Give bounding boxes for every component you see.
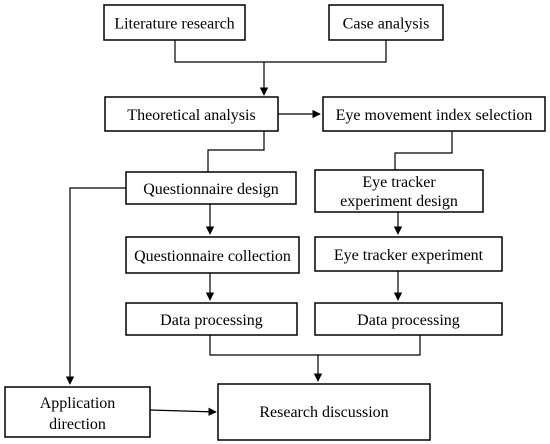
node-label: Eye tracker experiment xyxy=(334,247,484,264)
node-eye-tracker-experiment: Eye tracker experiment xyxy=(314,236,503,272)
edge-questionnaire-design-to-application xyxy=(65,187,126,385)
node-questionnaire-collection: Questionnaire collection xyxy=(125,236,300,274)
connectors xyxy=(65,40,453,416)
edge-data-processing-right-to-merge xyxy=(318,335,421,356)
edge-theoretical-to-questionnaire-design xyxy=(207,131,265,172)
node-questionnaire-design: Questionnaire design xyxy=(125,171,297,205)
node-data-processing-left: Data processing xyxy=(125,302,298,336)
node-label: Theoretical analysis xyxy=(127,107,255,124)
node-label: Data processing xyxy=(357,312,460,329)
node-label-line1: Application xyxy=(40,395,116,412)
edge-application-to-research-discussion xyxy=(149,407,217,416)
node-eye-movement-index-selection: Eye movement index selection xyxy=(322,96,546,132)
node-research-discussion: Research discussion xyxy=(217,383,431,441)
node-literature-research: Literature research xyxy=(103,4,246,41)
node-label: Questionnaire design xyxy=(143,181,279,198)
node-label: Eye movement index selection xyxy=(336,107,533,124)
node-label-line2: experiment design xyxy=(340,193,458,210)
edge-index-to-eye-tracker-design xyxy=(394,131,453,170)
node-label: Literature research xyxy=(114,16,234,33)
node-application-direction: Application direction xyxy=(4,386,151,438)
node-theoretical-analysis: Theoretical analysis xyxy=(104,96,279,132)
node-label: Data processing xyxy=(160,312,263,329)
node-label-line1: Eye tracker xyxy=(362,174,436,191)
node-label: Research discussion xyxy=(259,404,388,421)
node-eye-tracker-experiment-design: Eye tracker experiment design xyxy=(314,169,484,213)
node-label-line2: direction xyxy=(49,416,106,433)
node-case-analysis: Case analysis xyxy=(328,4,444,41)
edge-literature-to-merge xyxy=(174,40,264,63)
node-data-processing-right: Data processing xyxy=(314,302,503,336)
node-label: Questionnaire collection xyxy=(134,248,291,265)
edge-data-processing-left-to-merge xyxy=(209,335,318,356)
node-label: Case analysis xyxy=(343,16,430,33)
edge-case-to-merge xyxy=(264,40,387,63)
